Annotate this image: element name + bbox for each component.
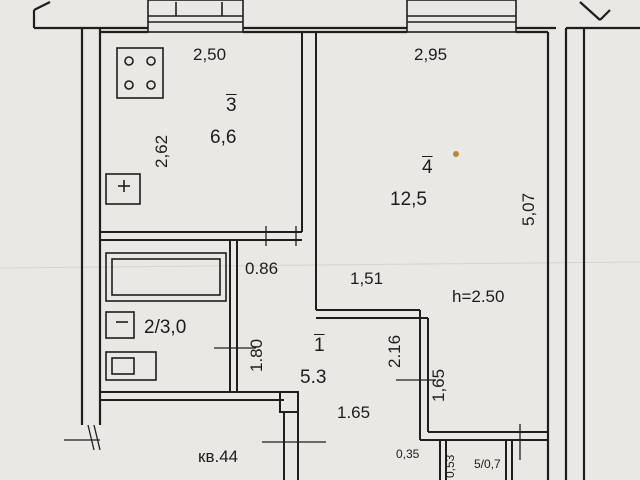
room-depth: 5,07 — [519, 192, 538, 226]
kitchen-number: 3 — [226, 95, 237, 116]
hall-dim-d: 1.65 — [337, 403, 371, 422]
washbasin-icon — [105, 311, 135, 339]
room-width: 2,95 — [414, 45, 448, 64]
balcony-label: 5/0,7 — [474, 457, 501, 471]
room-area: 12,5 — [390, 189, 427, 210]
hall-dim-c: 1,65 — [429, 368, 448, 402]
interior-walls — [100, 32, 548, 480]
hall-area: 5.3 — [300, 367, 327, 388]
hall-dim-a: 1,51 — [350, 269, 384, 288]
sink-icon — [105, 173, 141, 205]
balcony-dim-a: 0,35 — [396, 447, 420, 461]
dimension-lines — [64, 226, 521, 460]
kitchen-depth: 2,62 — [152, 134, 171, 168]
bathtub-icon — [105, 252, 227, 302]
hall-number: 1 — [314, 335, 325, 356]
stove-icon — [116, 47, 164, 99]
bathroom-length: 1.80 — [247, 338, 266, 372]
room-number: 4 — [422, 157, 433, 178]
balcony-dim-b: 0,53 — [443, 454, 457, 478]
bathroom-label: 2/3,0 — [144, 317, 187, 338]
kitchen-area: 6,6 — [210, 127, 237, 148]
bathroom-door-width: 0.86 — [245, 259, 279, 278]
stain-mark — [453, 151, 459, 157]
kitchen-width: 2,50 — [193, 45, 227, 64]
ceiling-height: h=2.50 — [452, 287, 505, 306]
outer-walls — [32, 1, 640, 480]
hall-dim-b: 2.16 — [385, 334, 404, 368]
toilet-icon — [105, 351, 157, 381]
windows — [147, 0, 517, 33]
apartment-number: кв.44 — [198, 447, 239, 466]
